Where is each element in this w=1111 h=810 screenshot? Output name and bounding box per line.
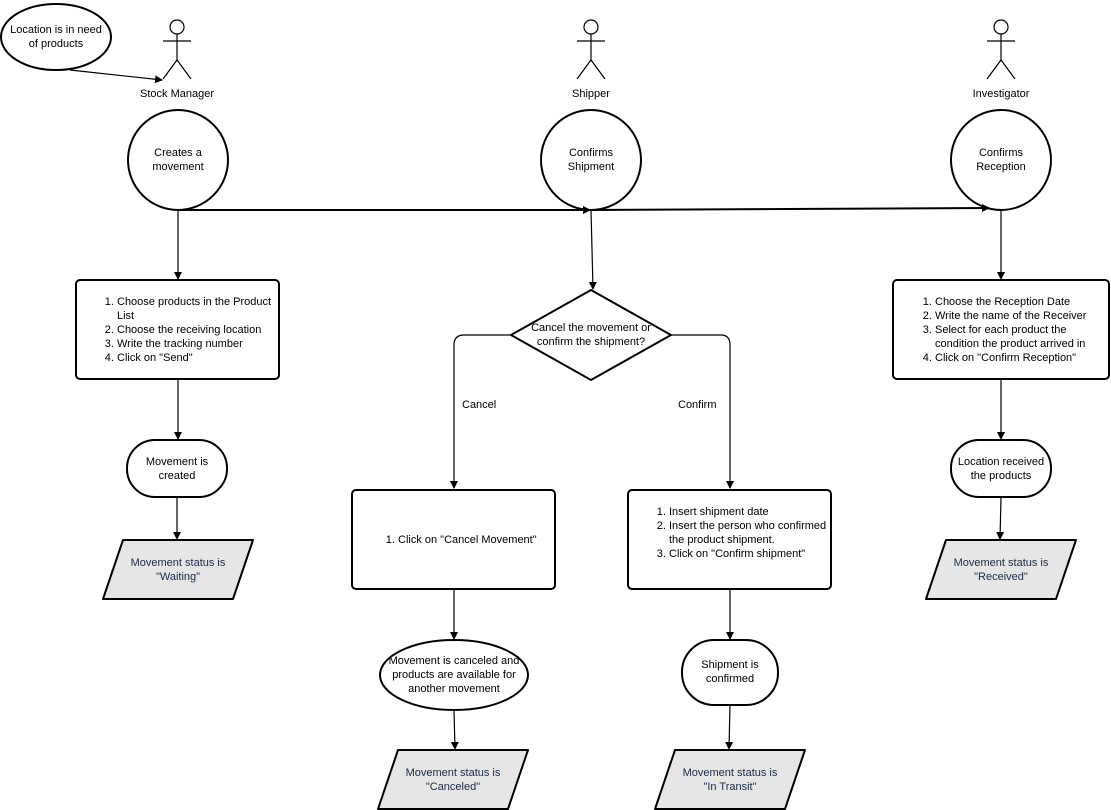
connector: [588, 209, 597, 290]
create-steps-list: Choose products in the Product List Choo…: [75, 295, 279, 365]
status-in-transit-parallelogram: [654, 749, 806, 810]
reception-step: Write the name of the Receiver: [935, 309, 1107, 323]
reception-steps-list: Choose the Reception Date Write the name…: [893, 295, 1107, 365]
stock-manager-label: Stock Manager: [140, 88, 214, 100]
confirm-step: Insert the person who confirmed the prod…: [669, 519, 829, 547]
connector: [725, 704, 734, 750]
investigator-label: Investigator: [972, 88, 1030, 100]
status-waiting-parallelogram: [102, 539, 254, 600]
decision-diamond: [508, 288, 674, 382]
confirms-reception-text: Confirms Reception: [976, 147, 1026, 173]
cancel-branch-label: Cancel: [462, 399, 497, 411]
status-canceled-text: Movement status is "Canceled": [405, 767, 501, 793]
confirm-step: Insert shipment date: [669, 505, 829, 519]
trigger-ellipse: [0, 3, 112, 71]
investigator-actor-icon: [986, 19, 1016, 80]
reception-step: Choose the Reception Date: [935, 295, 1107, 309]
create-step: Click on "Send": [117, 351, 279, 365]
shipper-actor-icon: [576, 19, 606, 80]
cancel-steps-list: Click on "Cancel Movement": [356, 533, 588, 547]
location-received-text: Location received the products: [957, 456, 1045, 482]
stock-manager-actor-icon: [162, 19, 192, 80]
trigger-text: Location is in need of products: [10, 24, 102, 50]
status-received-text: Movement status is "Received": [953, 557, 1049, 583]
confirm-branch-line: [671, 334, 734, 489]
status-received-parallelogram: [925, 539, 1077, 600]
reception-step: Click on "Confirm Reception": [935, 351, 1107, 365]
create-step: Write the tracking number: [117, 337, 279, 351]
decision-text: Cancel the movement or confirm the shipm…: [531, 322, 651, 348]
status-waiting-text: Movement status is "Waiting": [130, 557, 226, 583]
movement-canceled-text: Movement is canceled and products are av…: [388, 655, 520, 695]
trigger-connector: [69, 69, 163, 84]
create-step: Choose products in the Product List: [117, 295, 279, 323]
reception-step: Select for each product the condition th…: [935, 323, 1107, 351]
movement-created-text: Movement is created: [145, 456, 209, 482]
confirms-shipment-text: Confirms Shipment: [567, 147, 615, 173]
connector: [996, 496, 1005, 540]
creates-movement-text: Creates a movement: [152, 147, 204, 173]
cancel-step: Click on "Cancel Movement": [398, 533, 588, 547]
status-canceled-parallelogram: [377, 749, 529, 810]
confirm-steps-list: Insert shipment date Insert the person w…: [627, 505, 829, 561]
connector: [450, 709, 459, 750]
shipment-confirmed-text: Shipment is confirmed: [701, 659, 759, 685]
flow-line-to-investigator: [590, 204, 990, 213]
cancel-branch-line: [450, 334, 511, 489]
shipper-label: Shipper: [572, 88, 610, 100]
status-in-transit-text: Movement status is "In Transit": [682, 767, 778, 793]
create-step: Choose the receiving location: [117, 323, 279, 337]
confirm-branch-label: Confirm: [678, 399, 717, 411]
confirm-step: Click on "Confirm shipment": [669, 547, 829, 561]
